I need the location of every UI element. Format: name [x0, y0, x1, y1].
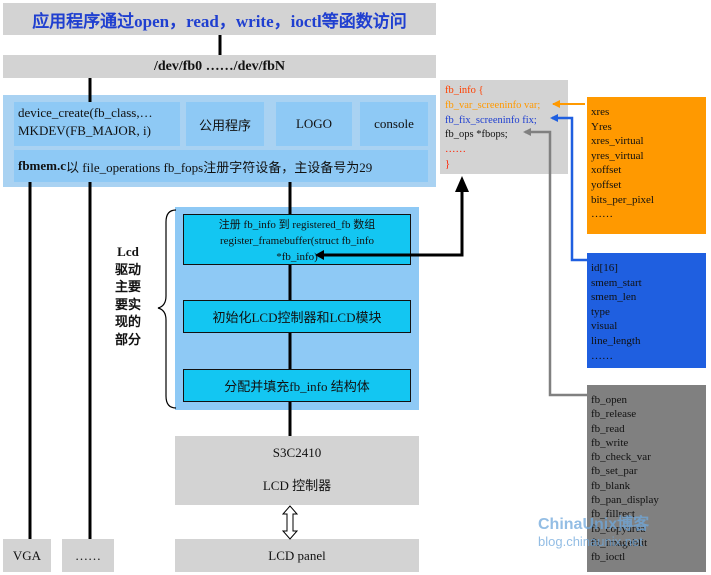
device-create-line1: device_create(fb_class,…	[18, 105, 153, 120]
console-box: console	[360, 102, 428, 146]
var-field: xoffset	[591, 164, 622, 177]
fb-info-var: fb_var_screeninfo var;	[445, 99, 541, 111]
fix-arrow-line	[552, 116, 587, 262]
fix-field: type	[591, 305, 610, 318]
fix-screeninfo-box: id[16] smem_start smem_len type visual l…	[587, 253, 706, 368]
register-line2: register_framebuffer(struct fb_info	[219, 235, 375, 247]
fix-field: visual	[591, 320, 618, 333]
var-field: yres_virtual	[591, 149, 644, 162]
fix-field: smem_start	[591, 276, 642, 289]
vga-box: VGA	[3, 539, 51, 572]
side-label-line: 驱动	[114, 261, 141, 277]
ops-field: fb_open	[591, 394, 628, 406]
controller-line2: LCD 控制器	[262, 478, 332, 493]
fix-field: ……	[591, 349, 613, 362]
watermark: ChinaUnix博客 blog.chinaunix.net	[538, 510, 649, 549]
other-output-box: ……	[62, 539, 114, 572]
ops-field: fb_ioctl	[591, 551, 626, 564]
alloc-fbinfo-box: 分配并填充fb_info 结构体	[183, 369, 411, 402]
side-label-line: 部分	[114, 331, 141, 347]
fbmem-filename: fbmem.c	[18, 158, 67, 173]
side-label-line: 要实	[114, 296, 141, 312]
arrow-left-icon	[552, 100, 560, 108]
lcd-controller-box: S3C2410 LCD 控制器	[175, 436, 419, 505]
common-program-box: 公用程序	[186, 102, 264, 146]
ops-field: fb_pan_display	[591, 494, 659, 507]
app-access-title: 应用程序通过open，read，write，ioctl等函数访问	[3, 3, 436, 35]
init-lcd-box: 初始化LCD控制器和LCD模块	[183, 300, 411, 333]
var-field: xres_virtual	[591, 135, 644, 148]
watermark-line2: blog.chinaunix.net	[538, 534, 643, 549]
var-screeninfo-box: xres Yres xres_virtual yres_virtual xoff…	[587, 97, 706, 234]
brace-icon	[157, 209, 177, 409]
device-create-box: device_create(fb_class,… MKDEV(FB_MAJOR,…	[14, 102, 180, 146]
lcd-panel-box: LCD panel	[175, 539, 419, 572]
fb-info-close: }	[445, 158, 451, 170]
controller-line1: S3C2410	[272, 445, 322, 460]
lcd-driver-side-label: Lcd 驱动 主要 要实 现的 部分	[108, 243, 148, 348]
device-create-line2: MKDEV(FB_MAJOR, i)	[18, 123, 151, 138]
fix-field: id[16]	[591, 262, 618, 274]
ops-field: fb_check_var	[591, 451, 651, 464]
fbmem-description: 以 file_operations fb_fops注册字符设备，主设备号为29	[66, 159, 373, 175]
var-field: yoffset	[591, 178, 622, 191]
ops-field: fb_imageblit	[591, 536, 648, 549]
ops-field: fb_copyarea	[591, 522, 646, 535]
ops-arrow-line	[525, 130, 587, 397]
var-field: ……	[591, 208, 613, 221]
side-label-line: 主要	[114, 279, 141, 294]
double-arrow-icon	[281, 505, 299, 540]
side-label-line: Lcd	[117, 244, 139, 259]
fb-ops-box: fb_open fb_release fb_read fb_write fb_c…	[587, 385, 706, 572]
register-line3: *fb_info)	[276, 251, 318, 263]
fix-field: smem_len	[591, 291, 637, 304]
ops-field: fb_release	[591, 408, 637, 421]
arrow-left-icon	[315, 250, 324, 260]
ops-field: fb_fillrect	[591, 508, 635, 521]
var-field: bits_per_pixel	[591, 193, 654, 206]
ops-field: fb_read	[591, 422, 625, 435]
fb-info-ops: fb_ops *fbops;	[445, 129, 508, 141]
arrow-up-icon	[455, 176, 469, 192]
var-field: Yres	[591, 120, 612, 133]
fb-info-struct: fb_info { fb_var_screeninfo var; fb_fix_…	[440, 80, 568, 174]
ops-field: fb_blank	[591, 479, 631, 492]
dev-fb-box: /dev/fb0 ……/dev/fbN	[3, 55, 436, 78]
register-line1: 注册 fb_info 到 registered_fb 数组	[218, 219, 376, 231]
register-arrow-line	[318, 190, 464, 257]
fb-info-more: ……	[445, 144, 466, 156]
ops-field: fb_set_par	[591, 465, 638, 478]
ops-field: fb_write	[591, 436, 629, 449]
fb-info-open: fb_info {	[445, 85, 484, 96]
side-label-line: 现的	[114, 314, 141, 329]
fbmem-box: fbmem.c 以 file_operations fb_fops注册字符设备，…	[14, 150, 428, 182]
var-field: xres	[591, 106, 610, 118]
watermark-line1: ChinaUnix博客	[538, 516, 650, 533]
arrow-left-icon	[550, 114, 558, 122]
fix-field: line_length	[591, 334, 641, 347]
arrow-left-icon	[523, 128, 531, 136]
logo-box: LOGO	[276, 102, 352, 146]
fb-info-fix: fb_fix_screeninfo fix;	[445, 114, 537, 126]
